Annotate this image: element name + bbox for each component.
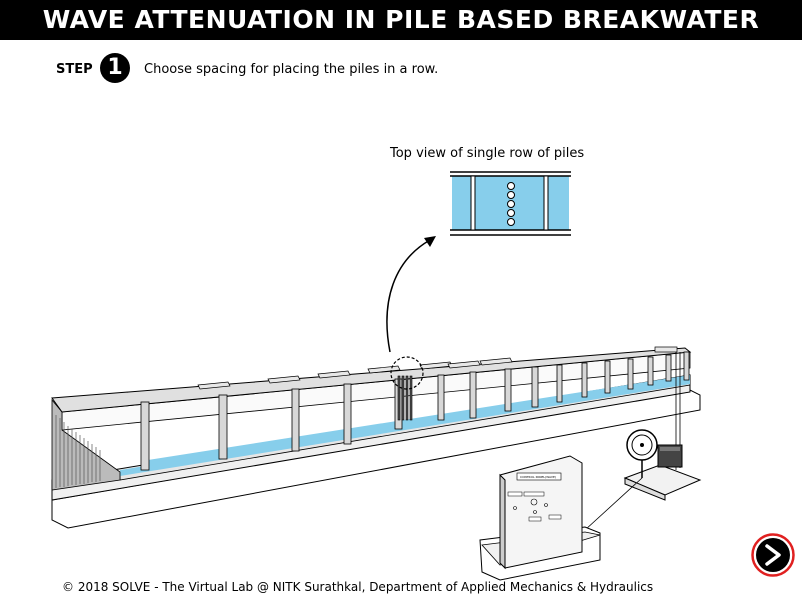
footer-credit: © 2018 SOLVE - The Virtual Lab @ NITK Su…: [62, 580, 654, 594]
top-view-inset: [450, 171, 571, 236]
pile-dot: [507, 209, 515, 217]
pile-dot: [507, 200, 515, 208]
page-title: WAVE ATTENUATION IN PILE BASED BREAKWATE…: [0, 0, 802, 40]
pile-dot: [507, 182, 515, 190]
control-panel-label: CONTROL PANEL(WAVE): [520, 475, 556, 479]
zoom-arrow: [386, 236, 436, 353]
inset-caption: Top view of single row of piles: [390, 146, 585, 161]
control-panel-cabinet: CONTROL PANEL(WAVE): [479, 455, 601, 581]
pile-dots: [507, 182, 515, 226]
wave-maker-motor: [623, 429, 702, 501]
pile-dot: [507, 218, 515, 226]
step-number-badge: 1: [100, 53, 130, 83]
step-text: Choose spacing for placing the piles in …: [144, 62, 439, 77]
next-button[interactable]: [751, 533, 795, 577]
step-label: STEP: [56, 62, 93, 77]
zoom-circle: [390, 356, 424, 390]
pile-dot: [507, 191, 515, 199]
wave-flume: [51, 346, 701, 529]
chevron-right-icon: [751, 533, 795, 577]
